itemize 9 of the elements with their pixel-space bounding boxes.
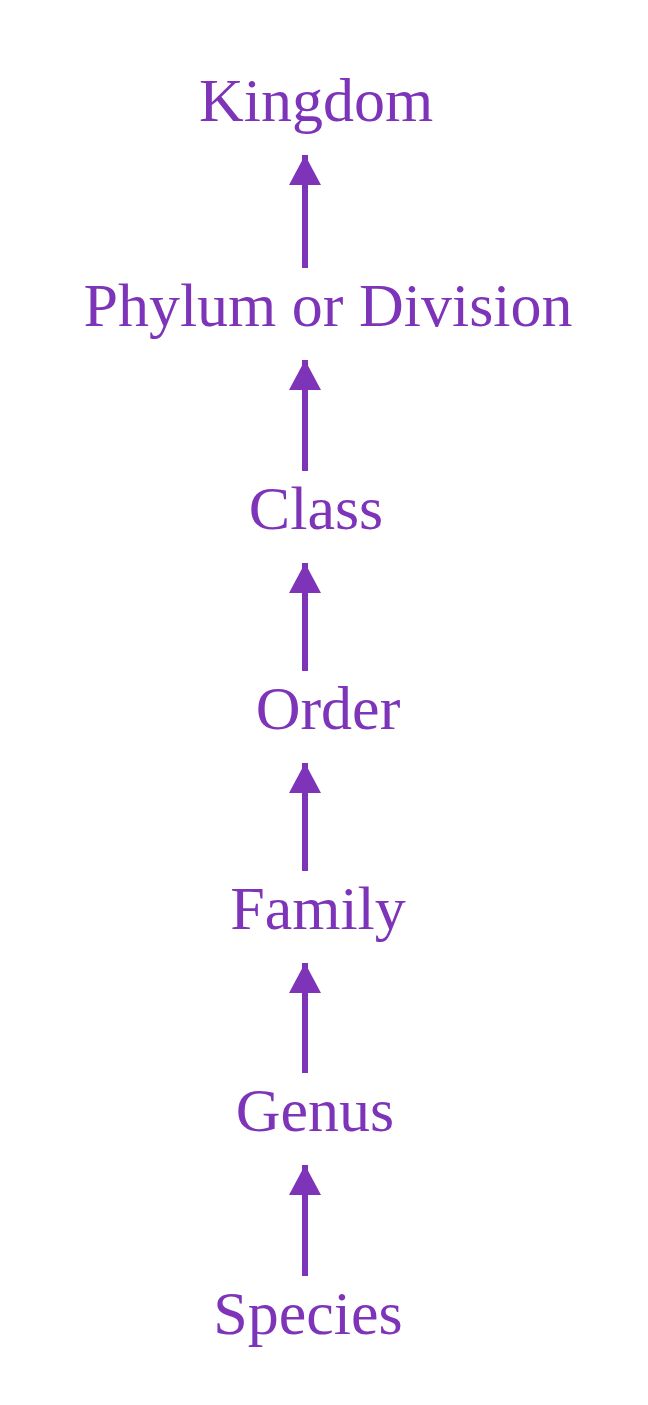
arrow	[289, 563, 321, 671]
arrow	[289, 1165, 321, 1276]
rank-label: Genus	[235, 1079, 395, 1141]
arrow	[289, 155, 321, 268]
rank-label: Order	[255, 677, 401, 739]
arrow	[289, 963, 321, 1073]
arrow	[289, 763, 321, 871]
rank-label: Class	[248, 477, 384, 539]
arrow	[289, 360, 321, 471]
